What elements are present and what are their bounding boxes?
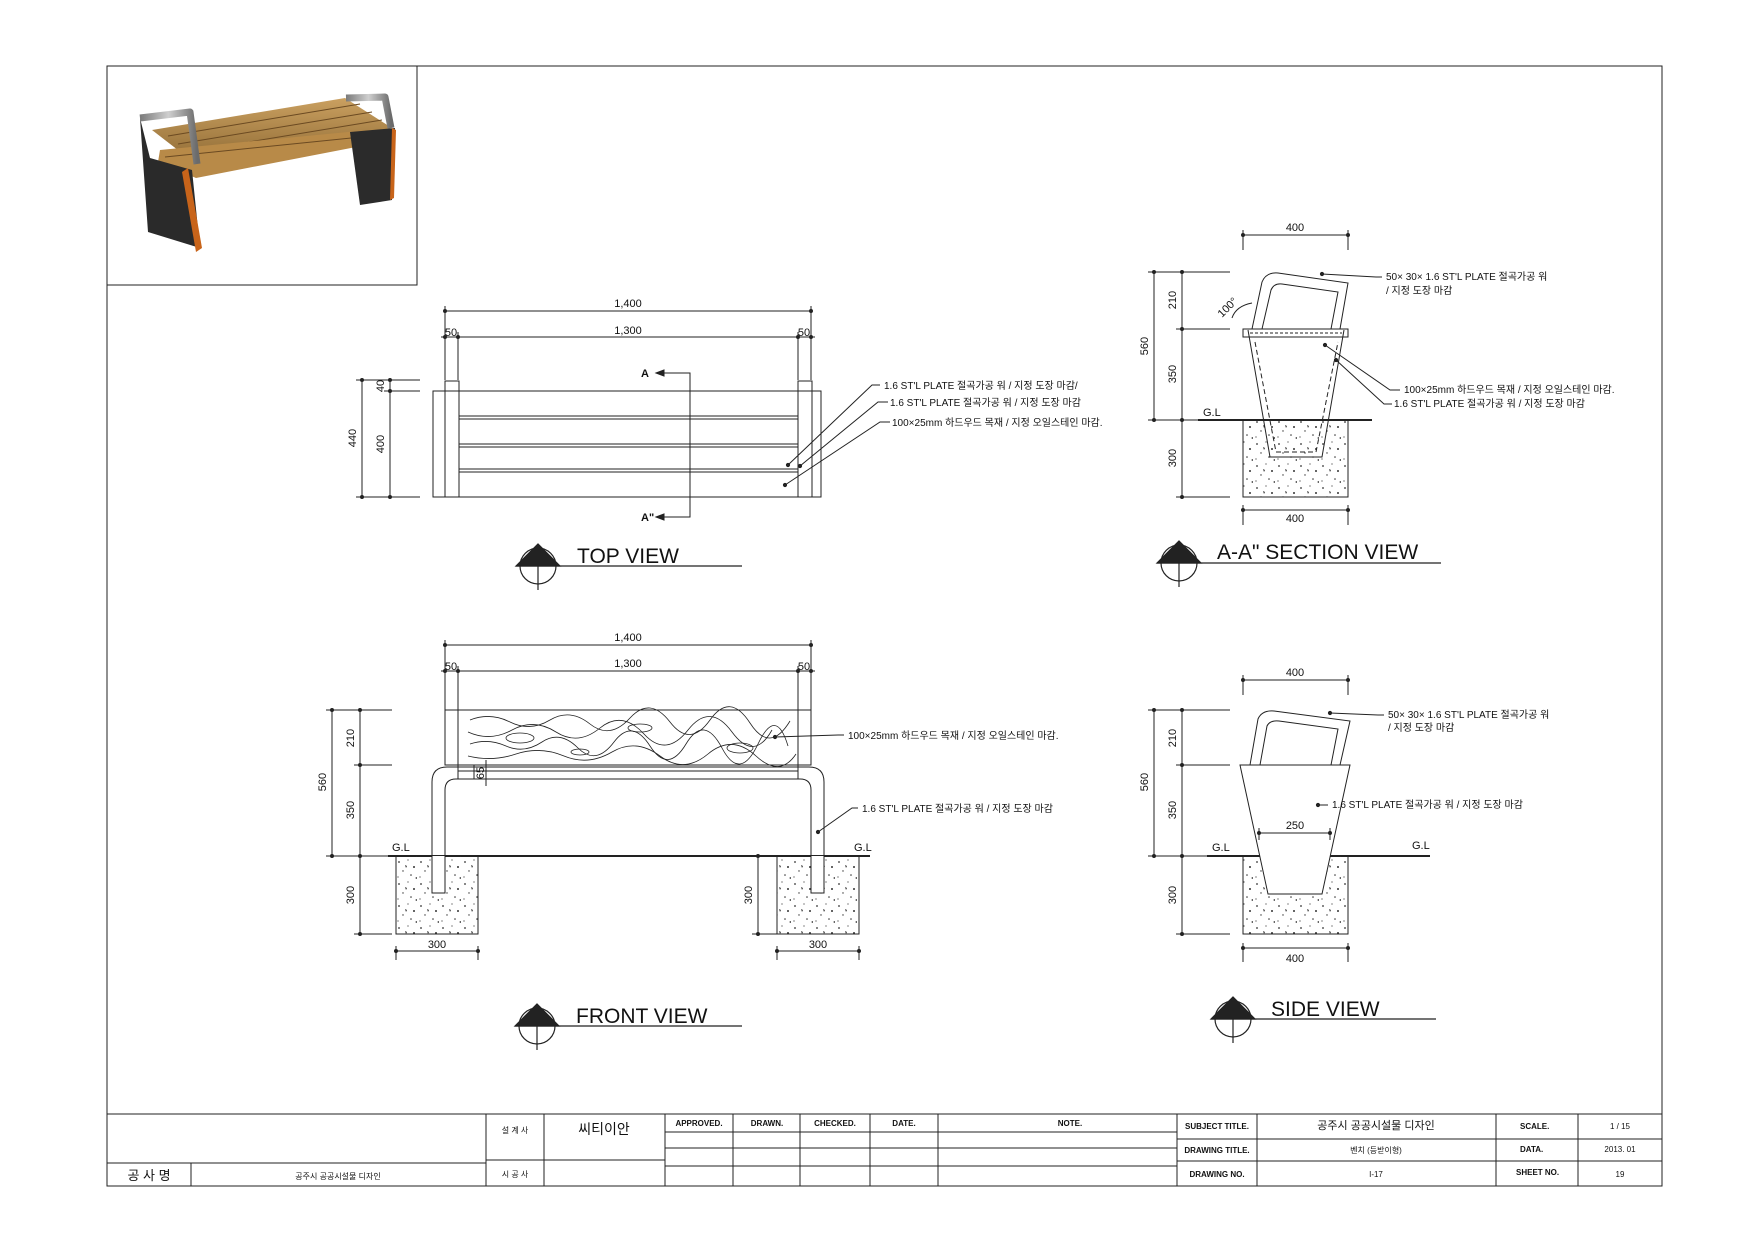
top-note-1: 1.6 ST'L PLATE 절곡가공 워 / 지정 도장 마감/ bbox=[884, 379, 1078, 392]
section-mark-a: A bbox=[641, 368, 649, 380]
section-note-1: 50× 30× 1.6 ST'L PLATE 절곡가공 워 bbox=[1386, 270, 1547, 283]
front-dim-inner: 1,300 bbox=[614, 658, 642, 670]
section-view bbox=[1148, 230, 1400, 525]
project-label: 공 사 명 bbox=[127, 1168, 170, 1183]
section-mark-a2: A" bbox=[641, 512, 654, 524]
side-note-2: / 지정 도장 마감 bbox=[1388, 722, 1454, 734]
front-view bbox=[326, 640, 870, 960]
drawn-header: DRAWN. bbox=[751, 1119, 783, 1128]
section-note-4: 1.6 ST'L PLATE 절곡가공 워 / 지정 도장 마감 bbox=[1394, 397, 1585, 410]
side-note-3: 1.6 ST'L PLATE 절곡가공 워 / 지정 도장 마감 bbox=[1332, 798, 1523, 811]
top-dim-end-left: 50 bbox=[445, 327, 457, 339]
top-note-2: 1.6 ST'L PLATE 절곡가공 워 / 지정 도장 마감 bbox=[890, 396, 1081, 409]
front-gl-right: G.L bbox=[854, 842, 872, 854]
section-dim-bottom: 400 bbox=[1286, 513, 1304, 525]
front-dim-footing-left: 300 bbox=[345, 886, 357, 904]
front-view-title: FRONT VIEW bbox=[576, 1005, 708, 1028]
front-dim-seat-height: 350 bbox=[345, 801, 357, 819]
sheet-no-value: 19 bbox=[1616, 1170, 1625, 1179]
top-view-marker bbox=[514, 543, 742, 590]
top-dim-overall: 1,400 bbox=[614, 298, 642, 310]
drawing-no-value: I-17 bbox=[1369, 1170, 1383, 1179]
section-note-3: 100×25mm 하드우드 목재 / 지정 오일스테인 마감. bbox=[1404, 383, 1615, 396]
front-dim-seat-gap: 65 bbox=[475, 767, 487, 779]
side-dim-back-height: 210 bbox=[1167, 729, 1179, 747]
scale-value: 1 / 15 bbox=[1610, 1122, 1631, 1131]
top-dim-depth-total: 440 bbox=[347, 429, 359, 447]
designer-label: 설 계 사 bbox=[502, 1125, 529, 1135]
section-dim-top: 400 bbox=[1286, 222, 1304, 234]
front-dim-footing-right: 300 bbox=[743, 886, 755, 904]
sheet-border bbox=[106, 65, 1663, 1187]
top-note-3: 100×25mm 하드우드 목재 / 지정 오일스테인 마감. bbox=[892, 416, 1103, 429]
front-note-2: 1.6 ST'L PLATE 절곡가공 워 / 지정 도장 마감 bbox=[862, 802, 1053, 815]
side-dim-bottom: 400 bbox=[1286, 953, 1304, 965]
side-dim-mid: 250 bbox=[1286, 820, 1304, 832]
side-note-1: 50× 30× 1.6 ST'L PLATE 절곡가공 워 bbox=[1388, 708, 1549, 721]
front-gl-left: G.L bbox=[392, 842, 410, 854]
side-dim-top: 400 bbox=[1286, 667, 1304, 679]
front-dim-back-height: 210 bbox=[345, 729, 357, 747]
section-dim-back-height: 210 bbox=[1167, 291, 1179, 309]
project-name: 공주시 공공시설물 디자인 bbox=[295, 1171, 380, 1181]
section-gl: G.L bbox=[1203, 407, 1221, 419]
side-dim-total-height: 560 bbox=[1139, 773, 1151, 791]
front-note-1: 100×25mm 하드우드 목재 / 지정 오일스테인 마감. bbox=[848, 729, 1059, 742]
section-note-2: / 지정 도장 마감 bbox=[1386, 285, 1452, 297]
top-view-title: TOP VIEW bbox=[577, 545, 679, 568]
front-dim-end-left: 50 bbox=[445, 661, 457, 673]
side-view-marker bbox=[1209, 996, 1436, 1043]
front-dim-overall: 1,400 bbox=[614, 632, 642, 644]
front-dim-end-right: 50 bbox=[798, 661, 810, 673]
section-dim-angle: 100° bbox=[1216, 296, 1241, 321]
side-gl-left: G.L bbox=[1212, 842, 1230, 854]
approved-header: APPROVED. bbox=[675, 1119, 722, 1128]
drawing-title-value: 벤치 (등받이형) bbox=[1350, 1145, 1402, 1155]
top-view bbox=[356, 306, 890, 521]
section-dim-seat-height: 350 bbox=[1167, 365, 1179, 383]
top-dim-inner: 1,300 bbox=[614, 325, 642, 337]
side-dim-footing: 300 bbox=[1167, 886, 1179, 904]
note-header: NOTE. bbox=[1058, 1119, 1082, 1128]
date-header: DATE. bbox=[892, 1119, 915, 1128]
side-gl-right: G.L bbox=[1412, 840, 1430, 852]
top-dim-depth-seat: 400 bbox=[375, 435, 387, 453]
front-dim-footing-w-right: 300 bbox=[809, 939, 827, 951]
drawing-title-label: DRAWING TITLE. bbox=[1184, 1146, 1249, 1155]
front-view-marker bbox=[513, 1003, 742, 1050]
side-view-title: SIDE VIEW bbox=[1271, 998, 1380, 1021]
bench-render bbox=[106, 65, 418, 286]
section-dim-total-height: 560 bbox=[1139, 337, 1151, 355]
front-dim-footing-w-left: 300 bbox=[428, 939, 446, 951]
front-dim-total-height: 560 bbox=[317, 773, 329, 791]
designer-value: 씨티이안 bbox=[578, 1121, 630, 1137]
side-view bbox=[1148, 675, 1430, 962]
side-dim-seat-height: 350 bbox=[1167, 801, 1179, 819]
subject-title-value: 공주시 공공시설물 디자인 bbox=[1317, 1119, 1434, 1132]
contractor-label: 시 공 사 bbox=[502, 1170, 529, 1179]
data-label: DATA. bbox=[1520, 1145, 1543, 1154]
scale-label: SCALE. bbox=[1520, 1122, 1549, 1131]
drawing-no-label: DRAWING NO. bbox=[1189, 1170, 1244, 1179]
title-block bbox=[107, 1113, 1662, 1186]
sheet-no-label: SHEET NO. bbox=[1516, 1168, 1559, 1177]
view-markers bbox=[513, 540, 1441, 1050]
data-value: 2013. 01 bbox=[1604, 1145, 1636, 1154]
section-view-marker bbox=[1155, 540, 1441, 587]
section-view-title: A-A" SECTION VIEW bbox=[1217, 541, 1418, 564]
subject-title-label: SUBJECT TITLE. bbox=[1185, 1122, 1249, 1131]
section-dim-footing: 300 bbox=[1167, 449, 1179, 467]
top-dim-end-right: 50 bbox=[798, 327, 810, 339]
top-dim-depth-top: 40 bbox=[375, 380, 387, 392]
checked-header: CHECKED. bbox=[814, 1119, 856, 1128]
